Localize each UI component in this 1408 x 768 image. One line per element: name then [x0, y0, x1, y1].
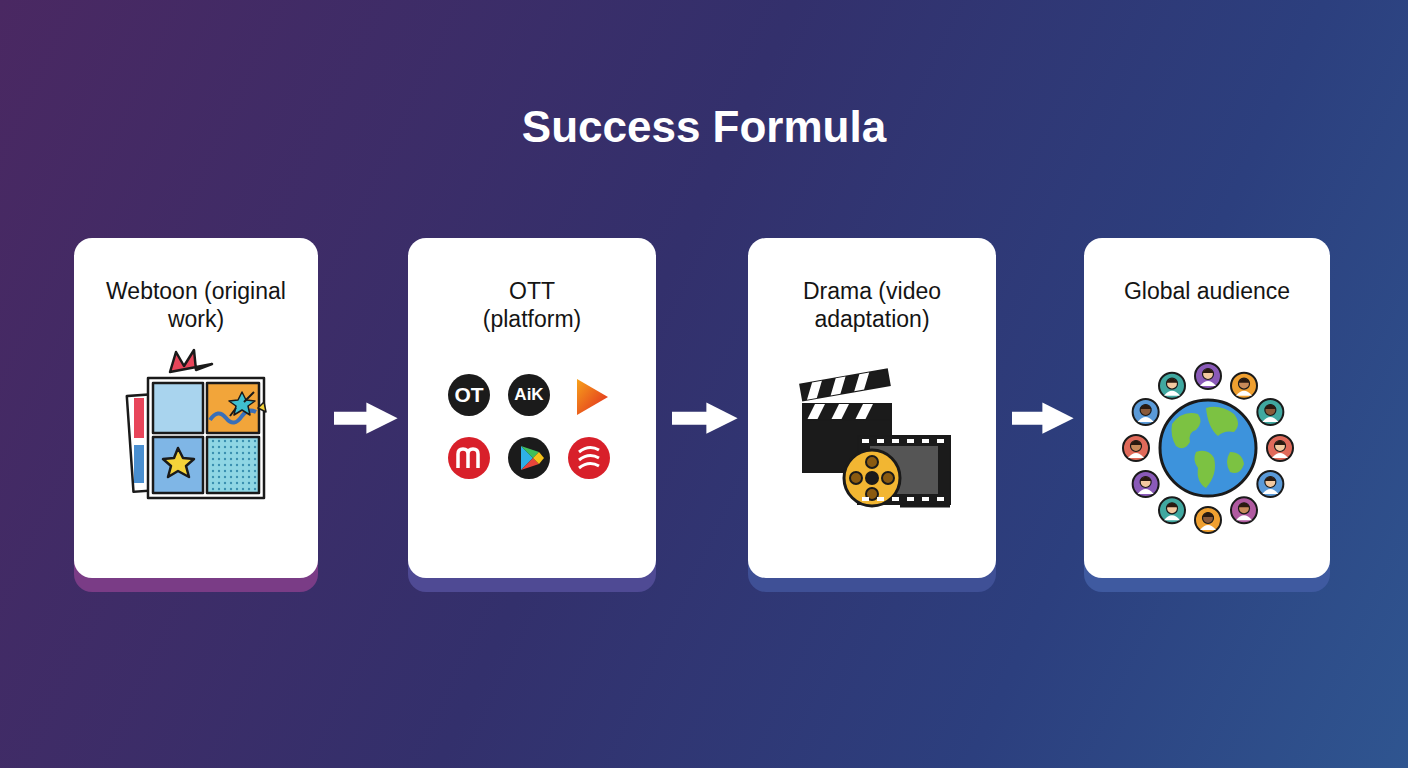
flow-arrow	[672, 412, 722, 425]
film-hole	[892, 439, 899, 443]
stage-card: Drama (video adaptation)	[748, 238, 996, 578]
film-hole	[922, 497, 929, 501]
diagram-title: Success Formula	[0, 102, 1408, 152]
person-avatar	[1159, 497, 1185, 523]
stage-label: Webtoon (original work)	[101, 278, 291, 333]
card-shape	[1084, 238, 1330, 578]
globe-icon	[1160, 400, 1256, 496]
stage-card: Global audience	[1084, 238, 1330, 578]
platform-logos	[448, 374, 610, 479]
logo-text: OT	[454, 383, 483, 407]
clapper-icon	[800, 369, 950, 506]
person-avatar	[1159, 373, 1185, 399]
person-avatar	[1123, 435, 1149, 461]
stage-label: OTT (platform)	[467, 278, 597, 333]
person-avatar	[1257, 399, 1283, 425]
person-avatar	[1133, 471, 1159, 497]
film-hole	[892, 497, 899, 501]
card-shape	[748, 238, 996, 578]
logo-text: AiK	[514, 385, 543, 405]
person-avatar	[1231, 497, 1257, 523]
film-hole	[862, 439, 869, 443]
person-avatar	[1267, 435, 1293, 461]
stage-label: Global audience	[1092, 278, 1322, 306]
flow-arrow	[1012, 412, 1058, 425]
flow-arrow	[334, 412, 382, 425]
person-avatar	[1257, 471, 1283, 497]
film-hole	[877, 497, 884, 501]
film-hole	[877, 439, 884, 443]
film-hole	[937, 439, 944, 443]
film-hole	[937, 497, 944, 501]
film-hole	[907, 439, 914, 443]
stage-card: Webtoon (original work)	[74, 238, 318, 578]
card-shape	[408, 238, 656, 578]
people-ring	[1123, 363, 1293, 533]
dot-texture	[209, 439, 257, 491]
stage-card: OTT (platform)	[408, 238, 656, 578]
person-avatar	[1231, 373, 1257, 399]
film-hole	[922, 439, 929, 443]
card-shape	[74, 238, 318, 578]
film-holes	[862, 439, 944, 501]
film-hole	[862, 497, 869, 501]
person-avatar	[1195, 363, 1221, 389]
person-avatar	[1195, 507, 1221, 533]
stage-label: Drama (video adaptation)	[772, 278, 972, 333]
comic-icon	[127, 350, 266, 498]
card-layer	[74, 238, 1330, 592]
film-hole	[907, 497, 914, 501]
person-avatar	[1133, 399, 1159, 425]
